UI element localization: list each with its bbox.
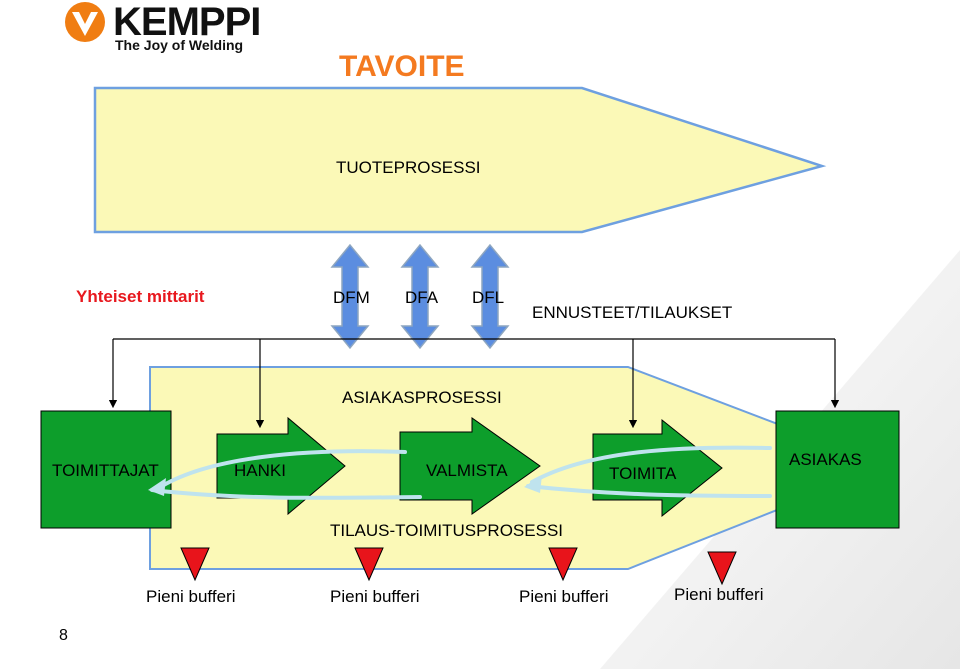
metrics-connector-lines <box>108 338 840 429</box>
dfa-label: DFA <box>405 288 439 307</box>
customer-box <box>775 410 900 529</box>
suppliers-label: TOIMITTAJAT <box>52 461 159 480</box>
dfm-label: DFM <box>333 288 370 307</box>
step-valmista-label: VALMISTA <box>426 461 508 480</box>
page-title: TAVOITE <box>339 50 465 83</box>
buffer-label-1: Pieni bufferi <box>146 587 236 606</box>
suppliers-box <box>40 410 172 529</box>
step-toimita-label: TOIMITA <box>609 464 677 483</box>
product-process-shape <box>93 86 827 234</box>
shared-metrics-label: Yhteiset mittarit <box>76 287 205 306</box>
pull-flow-arrows <box>150 445 772 500</box>
step-hanki-label: HANKI <box>234 461 286 480</box>
buffer-triangle-4 <box>707 551 737 586</box>
step-hanki-shape <box>216 416 346 516</box>
dfa-arrow-icon <box>400 243 440 350</box>
buffer-triangle-3 <box>548 547 578 582</box>
step-valmista-shape <box>399 417 541 515</box>
dfm-arrow-icon <box>330 243 370 350</box>
logo-tagline: The Joy of Welding <box>115 37 244 53</box>
logo-brand: KEMPPI <box>113 0 261 44</box>
product-process-label: TUOTEPROSESSI <box>336 158 481 177</box>
buffer-label-3: Pieni bufferi <box>519 587 609 606</box>
buffer-triangle-1 <box>180 547 210 582</box>
buffer-triangle-2 <box>354 547 384 582</box>
order-delivery-label: TILAUS-TOIMITUSPROSESSI <box>330 521 564 540</box>
dfl-label: DFL <box>472 288 505 307</box>
customer-label: ASIAKAS <box>789 450 862 469</box>
kemppi-logo-icon <box>65 2 105 42</box>
dfl-arrow-icon <box>470 243 510 350</box>
page-number: 8 <box>59 627 68 644</box>
customer-process-label: ASIAKASPROSESSI <box>342 388 502 407</box>
forecasts-label: ENNUSTEET/TILAUKSET <box>532 303 733 322</box>
buffer-label-4: Pieni bufferi <box>674 585 764 604</box>
pull-flow-arrowheads <box>148 475 542 496</box>
buffer-label-2: Pieni bufferi <box>330 587 420 606</box>
